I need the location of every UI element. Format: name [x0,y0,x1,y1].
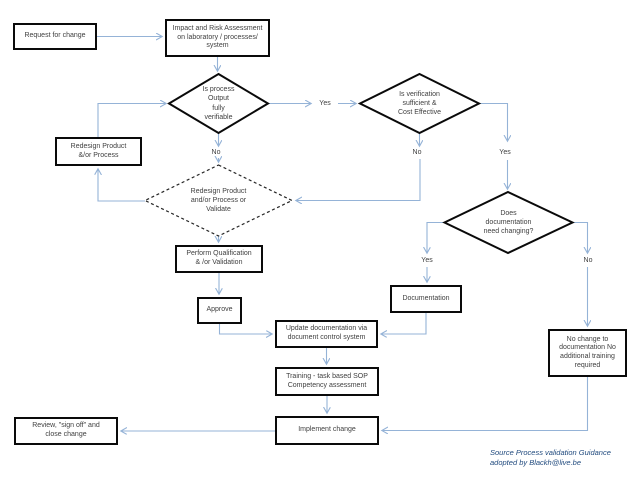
node-redesign-product-process-label: Redesign Product &/or Process [70,142,127,159]
edge-nochange-to-implement [382,377,589,431]
node-update-documentation-label: Update documentation via document contro… [285,325,368,341]
shape-does-documentation-need-changing [442,190,575,255]
node-perform-qualification-validation: Perform Qualification & /or Validation [175,245,263,273]
node-impact-risk-assessment: Impact and Risk Assessment on laboratory… [165,19,270,57]
edge-documentation-to-updatedoc [381,313,427,334]
edge-verification-yes-1 [479,102,508,142]
edge-redesigndecision-to-redesignbox [98,169,145,202]
source-note-line1: Source Process validation Guidance [490,448,611,457]
edge-docchange-no-1 [572,221,588,254]
node-perform-qualification-validation-label: Perform Qualification & /or Validation [186,250,252,266]
edge-label-verifiable-yes: Yes [319,100,331,107]
edge-docchange-yes-1 [427,221,445,254]
shape-redesign-product-or-validate [143,164,294,237]
source-note-line2: adopted by Blackh@live.be [490,458,582,468]
node-review-sign-off-close-label: Review, "sign off" and close change [32,422,100,438]
node-training-sop-competency: Training - task based SOP Competency ass… [275,367,379,396]
node-implement-change-label: Implement change [298,426,356,434]
edge-label-docchange-no: No [583,257,593,264]
edge-label-verification-yes: Yes [499,149,511,156]
shape-is-process-output-fully-verifiable [167,72,270,135]
node-documentation-label: Documentation [402,294,450,302]
node-documentation: Documentation [390,285,462,313]
node-request-for-change-label: Request for change [24,32,86,40]
node-training-sop-competency-label: Training - task based SOP Competency ass… [286,372,368,389]
source-note: Source Process validation Guidance adopt… [490,448,611,468]
node-no-change-to-documentation: No change to documentation No additional… [548,329,627,377]
edge-label-docchange-yes: Yes [421,257,433,264]
node-approve-label: Approve [206,306,233,314]
node-no-change-to-documentation-label: No change to documentation No additional… [559,335,616,369]
node-approve: Approve [197,297,242,324]
node-implement-change: Implement change [275,416,379,445]
edge-verification-no-2 [296,159,421,201]
node-update-documentation: Update documentation via document contro… [275,320,378,348]
node-request-for-change: Request for change [13,23,97,50]
node-impact-risk-assessment-label: Impact and Risk Assessment on laboratory… [172,24,263,50]
edge-label-verification-no: No [412,149,422,156]
node-redesign-product-process: Redesign Product &/or Process [55,137,142,166]
node-review-sign-off-close: Review, "sign off" and close change [14,417,118,445]
edge-approve-to-updatedoc [218,324,273,334]
shape-is-verification-sufficient [357,72,482,135]
edge-redesignbox-to-verifiable [97,104,166,137]
edge-label-verifiable-no: No [211,149,221,156]
